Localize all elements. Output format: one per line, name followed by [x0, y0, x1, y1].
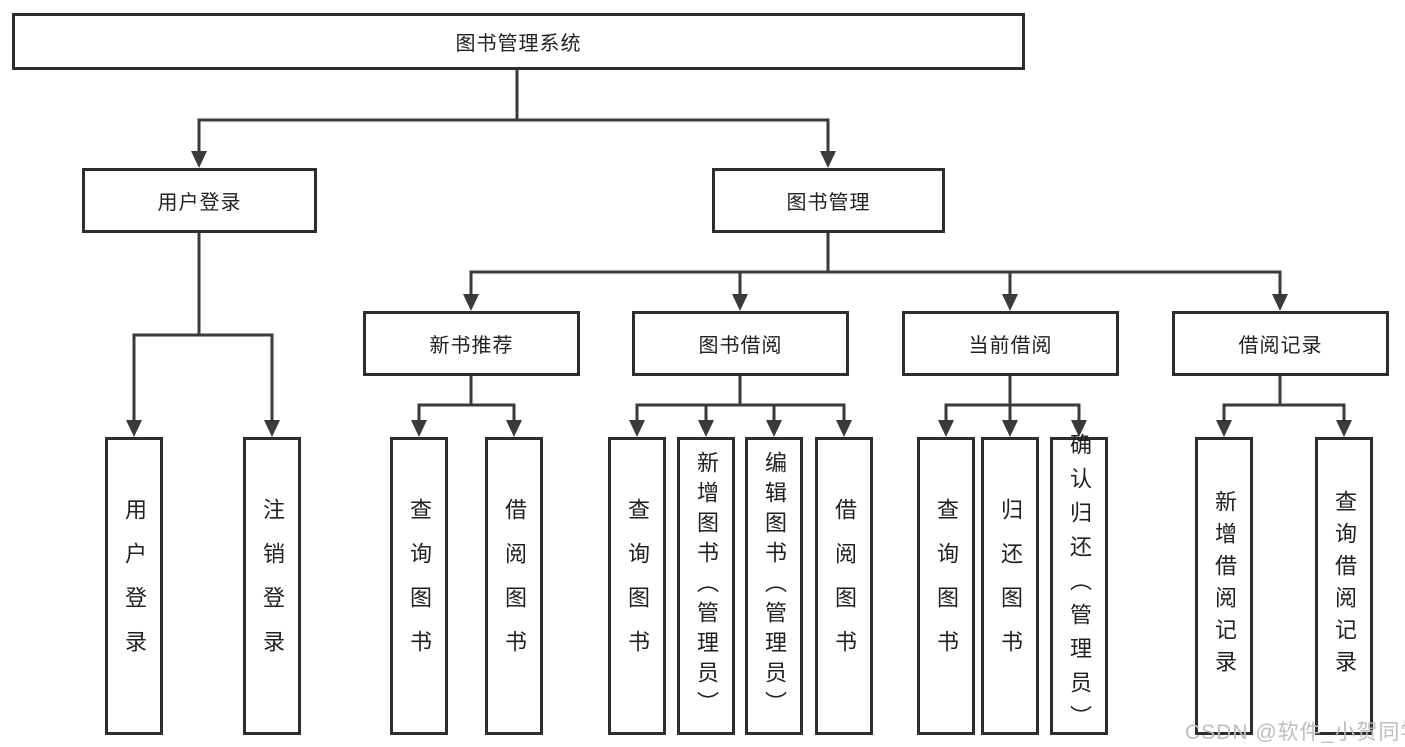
node-label: 新增借阅记录 [1212, 490, 1237, 682]
leaf-borrow-books-recommend: 借阅图书 [485, 437, 543, 735]
node-label: 查询借阅记录 [1332, 490, 1357, 682]
leaf-query-books-borrow: 查询图书 [608, 437, 666, 735]
connector-current-borrow-children [938, 376, 1087, 437]
node-book-management: 图书管理 [712, 168, 945, 233]
node-label: 当前借阅 [968, 335, 1053, 357]
node-label: 图书管理系统 [455, 33, 582, 55]
node-label: 用户登录 [122, 498, 147, 674]
connector-book-borrow-children [629, 376, 852, 437]
node-label: 注销登录 [260, 498, 285, 674]
leaf-query-borrow-record: 查询借阅记录 [1315, 437, 1373, 735]
leaf-add-book-admin: 新增图书（管理员） [677, 437, 735, 735]
leaf-add-borrow-record: 新增借阅记录 [1195, 437, 1253, 735]
leaf-confirm-return-admin: 确认归还（管理员） [1050, 433, 1108, 739]
node-label: 借阅记录 [1238, 335, 1323, 357]
node-label: 图书管理 [786, 192, 871, 214]
node-label: 新增图书（管理员） [694, 451, 719, 721]
connector-book-management-to-level3 [463, 233, 1288, 311]
leaf-logout: 注销登录 [243, 437, 301, 735]
leaf-query-books-current: 查询图书 [917, 437, 975, 735]
node-new-book-recommendation: 新书推荐 [363, 311, 580, 376]
node-label: 确认归还（管理员） [1067, 433, 1092, 739]
connector-user-login-children [126, 233, 280, 437]
connector-new-book-children [411, 376, 522, 437]
node-label: 查询图书 [934, 498, 959, 674]
node-library-management-system: 图书管理系统 [12, 13, 1025, 70]
node-current-borrowing: 当前借阅 [902, 311, 1119, 376]
node-label: 借阅图书 [832, 498, 857, 674]
node-label: 用户登录 [157, 192, 242, 214]
node-label: 查询图书 [407, 498, 432, 674]
node-borrowing-records: 借阅记录 [1172, 311, 1389, 376]
node-label: 图书借阅 [698, 335, 783, 357]
node-label: 新书推荐 [429, 335, 514, 357]
leaf-edit-book-admin: 编辑图书（管理员） [745, 437, 803, 735]
node-label: 归还图书 [998, 498, 1023, 674]
leaf-user-login: 用户登录 [105, 437, 163, 735]
connector-borrow-record-children [1216, 376, 1352, 437]
leaf-return-book: 归还图书 [981, 437, 1039, 735]
leaf-borrow-books-borrow: 借阅图书 [815, 437, 873, 735]
leaf-query-books-recommend: 查询图书 [390, 437, 448, 735]
node-label: 借阅图书 [502, 498, 527, 674]
watermark: CSDN @软件_小贺同学 [1185, 721, 1405, 744]
node-label: 查询图书 [625, 498, 650, 674]
connector-root-to-level2 [191, 70, 836, 168]
node-book-borrowing: 图书借阅 [632, 311, 849, 376]
node-label: 编辑图书（管理员） [762, 451, 787, 721]
node-user-login: 用户登录 [82, 168, 317, 233]
